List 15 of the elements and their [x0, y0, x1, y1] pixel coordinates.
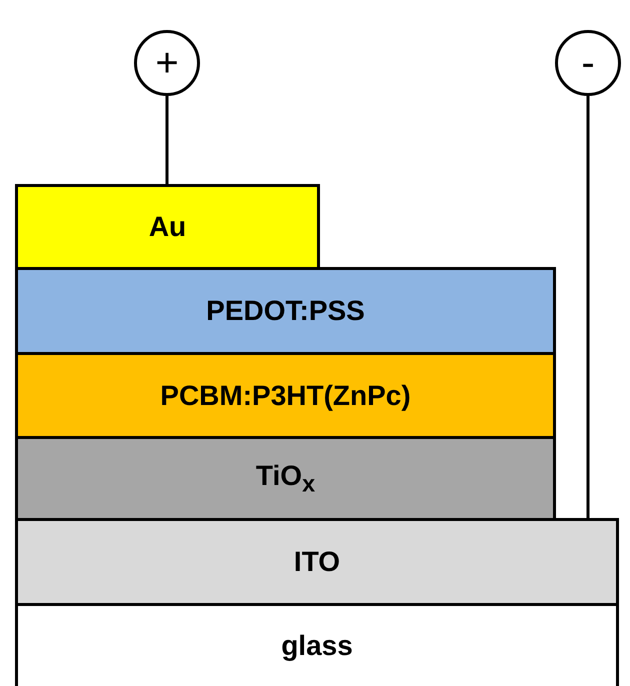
terminal-sign: +: [155, 43, 179, 83]
layer-box: [15, 518, 619, 606]
layer-label: ITO: [294, 546, 340, 578]
layer-box: [15, 267, 556, 355]
layer-label: Au: [148, 211, 186, 243]
terminal-sign: -: [581, 43, 595, 83]
layer-box: [15, 352, 556, 439]
layer-label: TiO$_{x}$: [256, 460, 316, 498]
layer-label: PCBM:P3HT(ZnPc): [160, 380, 411, 412]
layer-box: [15, 184, 320, 270]
layer-box: [15, 603, 619, 686]
layer-label: glass: [281, 630, 353, 662]
wire-line: [586, 96, 590, 518]
wire-line: [166, 96, 168, 184]
layer-label: PEDOT:PSS: [206, 295, 365, 327]
